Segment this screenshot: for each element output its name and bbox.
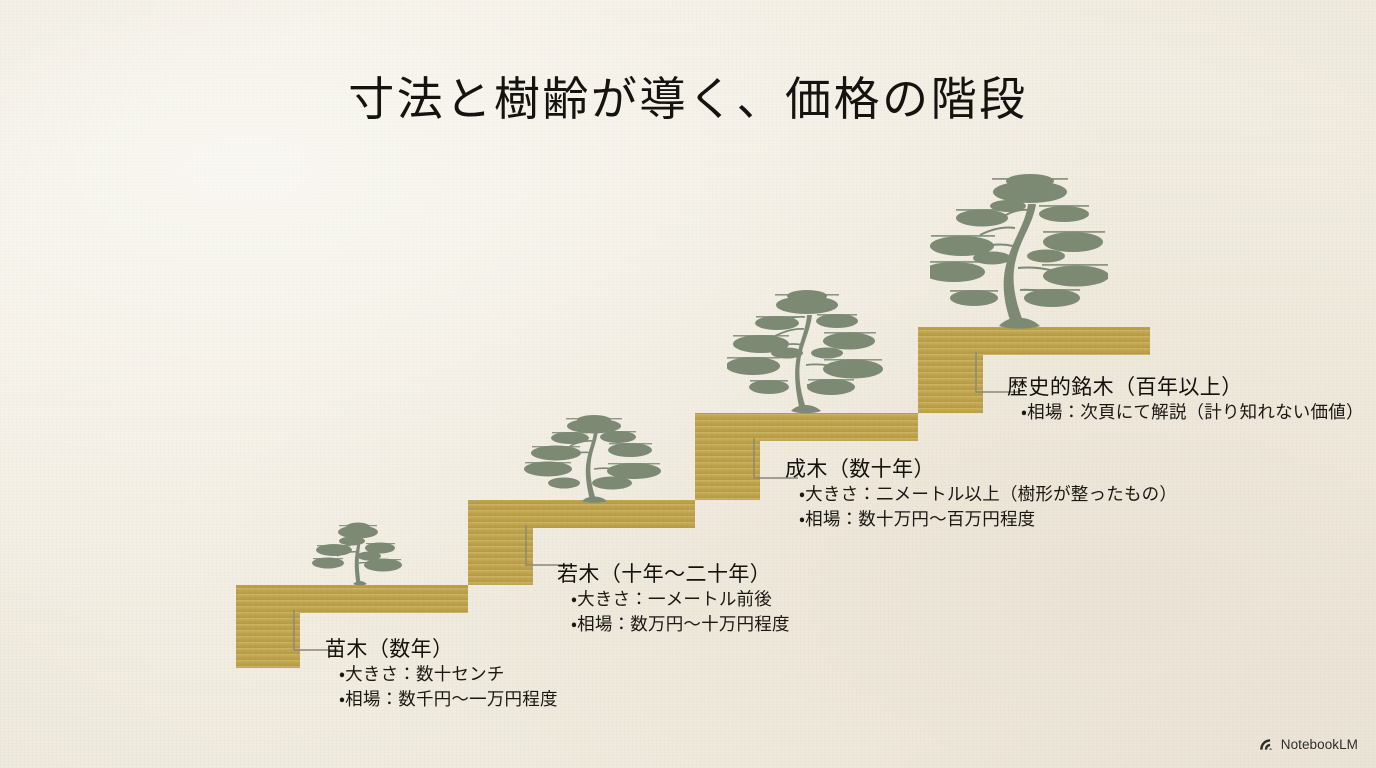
bonsai-young-tree <box>524 415 661 503</box>
caption-step-2-line-2: ・相場：数万円〜十万円程度 <box>571 614 790 635</box>
caption-step-4: 歴史的銘木（百年以上） ・相場：次頁にて解説（計り知れない価値） <box>1007 373 1364 426</box>
caption-step-3-line-1: ・大きさ：二メートル以上（樹形が整ったもの） <box>799 485 1178 506</box>
caption-step-3-title: 成木（数十年） <box>785 457 935 481</box>
caption-step-1-line-1: ・大きさ：数十センチ <box>339 665 505 686</box>
bonsai-seedling-tree <box>312 522 402 586</box>
page-title: 寸法と樹齢が導く、価格の階段 <box>348 72 1028 126</box>
caption-step-3: 成木（数十年） ・大きさ：二メートル以上（樹形が整ったもの） ・相場：数十万円〜… <box>785 455 1177 533</box>
bonsai-historic-tree <box>930 174 1108 329</box>
caption-step-4-line-1: ・相場：次頁にて解説（計り知れない価値） <box>1021 403 1364 424</box>
caption-step-3-line-2: ・相場：数十万円〜百万円程度 <box>799 509 1036 530</box>
notebooklm-wordmark: NotebookLM <box>1280 737 1358 752</box>
bonsai-mature-tree <box>727 290 883 414</box>
caption-step-1: 苗木（数年） ・大きさ：数十センチ ・相場：数千円〜一万円程度 <box>325 635 558 713</box>
notebooklm-logo: NotebookLM <box>1258 737 1358 752</box>
caption-step-1-line-2: ・相場：数千円〜一万円程度 <box>339 689 558 710</box>
caption-step-2: 若木（十年〜二十年） ・大きさ：一メートル前後 ・相場：数万円〜十万円程度 <box>557 560 790 638</box>
caption-step-1-title: 苗木（数年） <box>325 637 454 661</box>
caption-step-2-line-1: ・大きさ：一メートル前後 <box>571 590 772 611</box>
notebooklm-mark-icon <box>1258 737 1275 752</box>
caption-step-2-title: 若木（十年〜二十年） <box>557 562 772 586</box>
caption-step-4-title: 歴史的銘木（百年以上） <box>1007 375 1243 399</box>
